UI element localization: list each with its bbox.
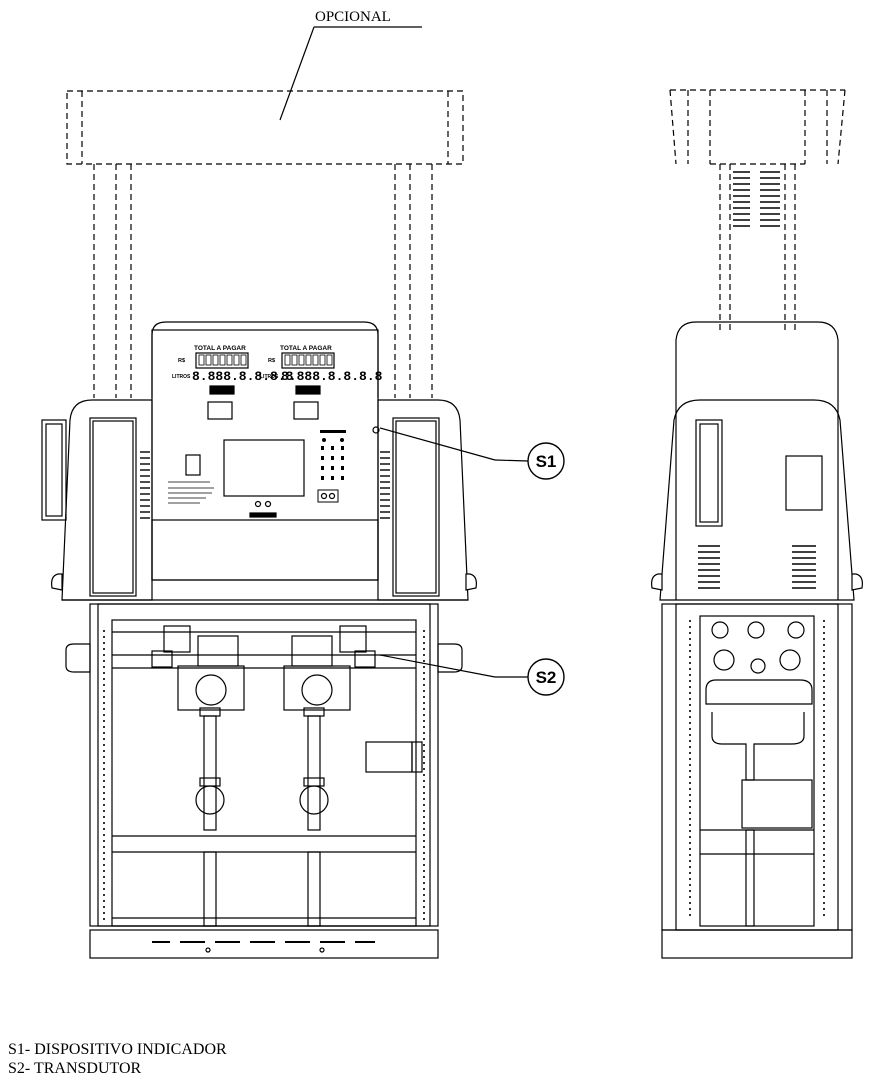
digits-right: 8.888.8.8.8.8: [281, 369, 383, 384]
legend-s1: S1- DISPOSITIVO INDICADOR: [8, 1041, 227, 1058]
legend-s2: S2- TRANSDUTOR: [8, 1060, 142, 1077]
keypad: [320, 430, 346, 480]
front-right-column: [372, 399, 477, 601]
front-cabinet: [65, 603, 463, 959]
total-label-right: TOTAL A PAGAR: [280, 345, 332, 352]
digits-left: 8.888.8.8.8.8: [192, 369, 294, 384]
total-label-left: TOTAL A PAGAR: [194, 345, 246, 352]
callout-s1: S1: [379, 427, 565, 480]
optional-leader-diagonal: [279, 26, 315, 121]
front-left-column: [41, 399, 153, 601]
currency-label-right: R$: [268, 358, 275, 364]
pump-technical-drawing: OPCIONAL TOTAL A PAGAR R$: [41, 9, 863, 959]
optional-canopy-side: [669, 89, 846, 330]
callout-s2-label: S2: [536, 668, 557, 687]
callout-s2: S2: [379, 654, 565, 696]
display-left: TOTAL A PAGAR R$ LITROS 8.888.8.8.8.8: [172, 345, 294, 420]
liters-label-left: LITROS: [172, 374, 191, 380]
optional-canopy-front: [66, 90, 464, 398]
callout-s1-label: S1: [536, 452, 557, 471]
side-head: [651, 321, 863, 601]
side-canopy-vents: [733, 171, 780, 227]
legend: S1- DISPOSITIVO INDICADOR S2- TRANSDUTOR: [8, 1040, 227, 1078]
side-cabinet: [661, 603, 853, 959]
currency-label-left: R$: [178, 358, 185, 364]
liters-label-right: LITROS: [260, 374, 279, 380]
front-panel-details: [168, 430, 346, 518]
display-right: TOTAL A PAGAR R$ LITROS 8.888.8.8.8.8: [260, 345, 383, 420]
front-meters: [112, 625, 416, 927]
optional-label: OPCIONAL: [315, 9, 391, 25]
front-head: [151, 321, 379, 581]
